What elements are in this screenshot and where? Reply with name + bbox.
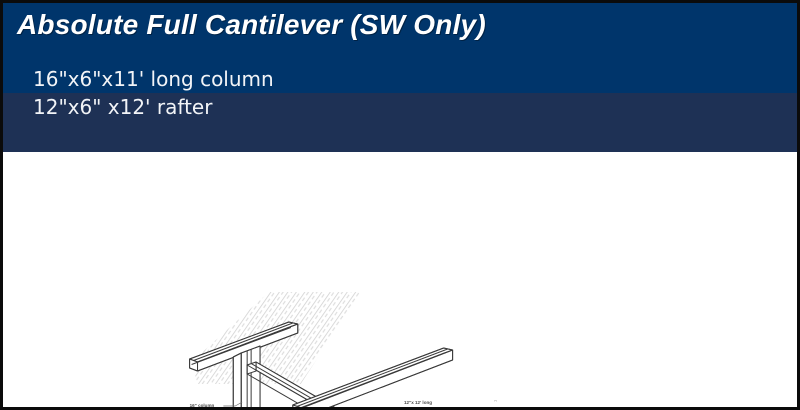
spec-item-rafter: 12"x6" x12' rafter bbox=[33, 95, 213, 119]
page-title: Absolute Full Cantilever (SW Only) bbox=[17, 9, 486, 40]
top-cross-beam bbox=[189, 321, 299, 372]
header-band: Absolute Full Cantilever (SW Only) 16"x6… bbox=[3, 3, 797, 152]
spec-list: 16"x6"x11' long column 12"x6" x12' rafte… bbox=[33, 65, 787, 121]
column-post bbox=[232, 345, 261, 407]
cantilever-structure-drawing: 16" column 12"x 12' long Box Beam 1 ABSO… bbox=[189, 292, 497, 407]
header-title-band bbox=[3, 3, 797, 93]
label-vertical-note: 1 bbox=[492, 399, 497, 402]
label-box-beam-line1: 12"x 12' long bbox=[404, 400, 432, 405]
label-column: 16" column bbox=[190, 403, 215, 407]
leader-lines bbox=[223, 401, 243, 407]
spec-item-column: 16"x6"x11' long column bbox=[33, 67, 274, 91]
middle-cross-beam bbox=[292, 347, 454, 407]
diagram-area: 16" column 12"x 12' long Box Beam 1 ABSO… bbox=[3, 152, 797, 407]
